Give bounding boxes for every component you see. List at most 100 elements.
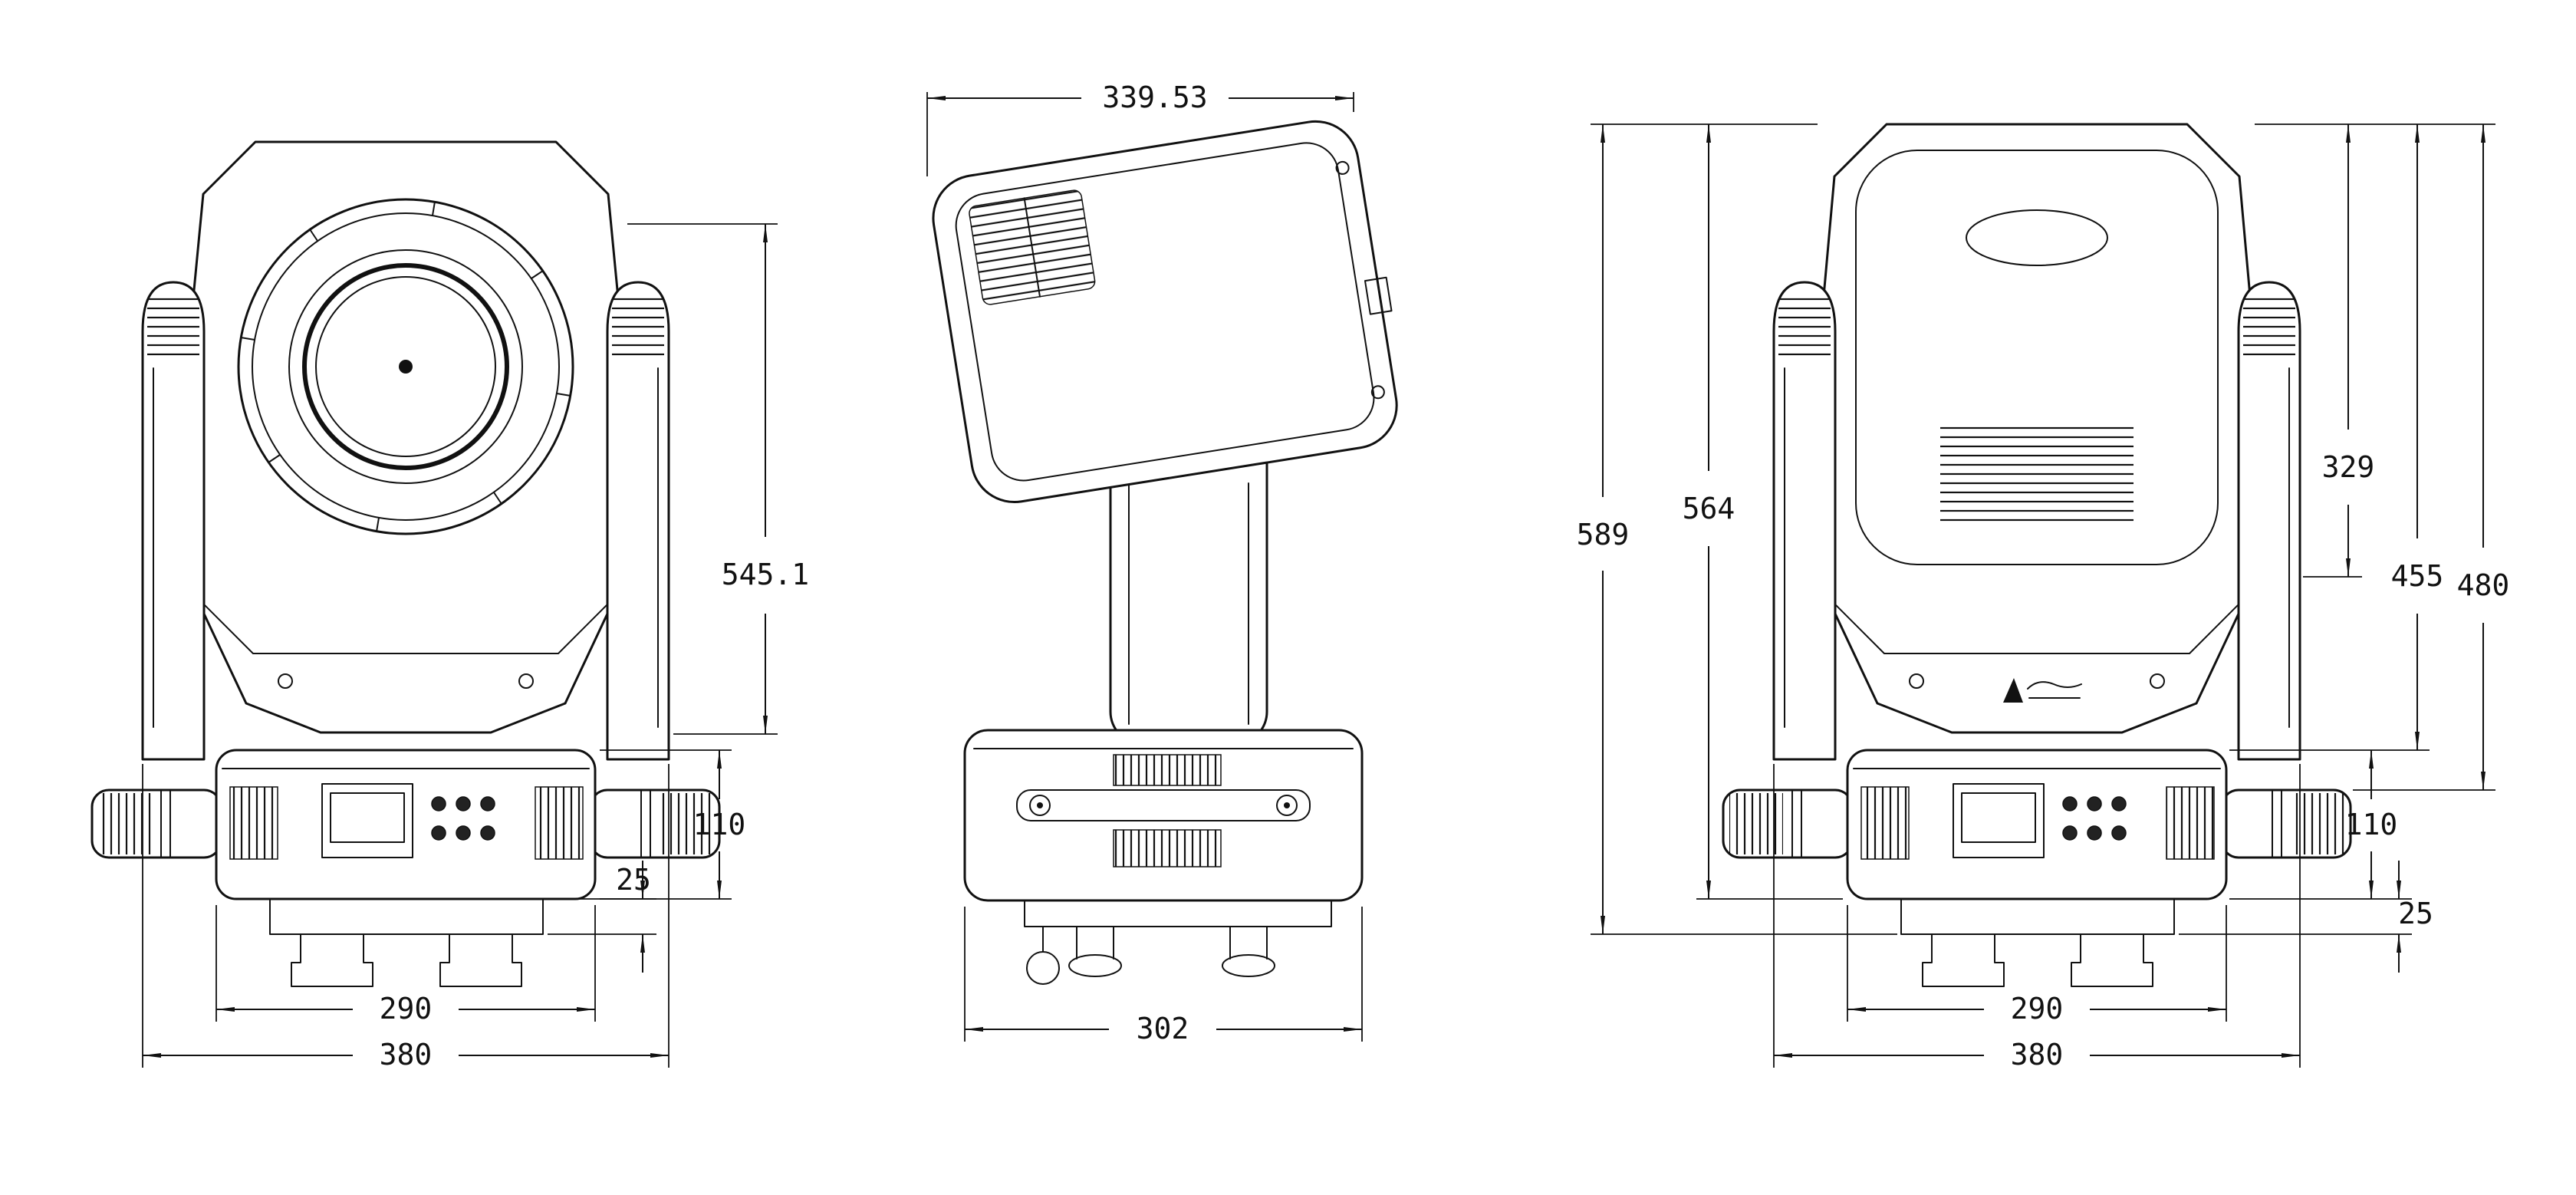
dim-side-head-depth: 339.53: [926, 81, 1354, 176]
lens-inner-ring: [315, 276, 496, 457]
rear-menu-buttons: [2062, 796, 2127, 841]
rear-view: [1722, 123, 2352, 987]
rear-left-arm-vents: [1778, 298, 1831, 362]
lens-ring: [288, 249, 523, 484]
side-head-panel: [955, 142, 1375, 482]
rear-display-frame: [1953, 783, 2045, 858]
rear-right-arm-vents: [2243, 298, 2295, 362]
side-clamp-foot: [1068, 954, 1122, 977]
rear-base-right-vent: [2166, 786, 2215, 860]
lens-bezel-notches: [240, 201, 571, 532]
side-head-vent-divider: [1023, 197, 1041, 298]
front-base: [90, 749, 721, 900]
dim-front-base-height: 110: [600, 749, 746, 900]
side-base-screw-dot: [1284, 802, 1290, 808]
front-undercarriage: [269, 898, 544, 987]
front-lens-assembly: [237, 198, 574, 535]
lens-bezel-inner: [252, 212, 560, 521]
rear-mount-plate: [1900, 898, 2175, 935]
dim-label-rear-base-width: 290: [2011, 992, 2064, 1025]
side-base-screw: [1276, 795, 1298, 816]
side-base-bottom-vent: [1113, 829, 1222, 867]
front-yoke-arms: [141, 281, 670, 761]
dim-label-rear-upper-height-b: 480: [2457, 568, 2510, 602]
dim-label-rear-head-height: 329: [2322, 450, 2375, 484]
side-undercarriage: [1024, 900, 1332, 985]
dim-rear-upper-height-a: 455: [2229, 124, 2444, 751]
rear-display-screen: [1961, 792, 2036, 843]
dim-label-side-base-depth: 302: [1137, 1012, 1189, 1045]
lens-ring-thick: [302, 263, 509, 470]
front-left-handle-ribs: [98, 793, 152, 854]
front-display-screen: [330, 792, 405, 843]
front-left-arm: [141, 281, 206, 761]
side-base: [963, 729, 1364, 902]
front-right-arm: [606, 281, 670, 761]
dim-rear-overall-width: 380: [1773, 764, 2301, 1072]
dim-front-base-width: 290: [215, 905, 596, 1025]
rear-clamp-right: [2071, 933, 2153, 987]
side-clamp-foot: [1222, 954, 1275, 977]
brand-logo: [2003, 678, 2082, 703]
side-head-outline: [932, 120, 1398, 504]
front-head-screw: [278, 673, 293, 689]
front-left-arm-vents: [147, 298, 199, 362]
side-view: [932, 120, 1398, 985]
rear-undercarriage: [1900, 898, 2175, 987]
dim-rear-base-width: 290: [1847, 905, 2227, 1025]
side-head-screw: [1335, 160, 1350, 175]
side-base-slot: [1016, 789, 1311, 821]
dim-front-plate-offset: 25: [548, 861, 656, 973]
side-head-latch: [1364, 276, 1393, 315]
side-head: [932, 120, 1398, 504]
dim-label-front-base-height: 110: [693, 808, 746, 841]
dim-label-rear-base-height: 110: [2345, 808, 2398, 841]
front-menu-buttons: [431, 796, 495, 841]
rear-right-arm: [2237, 281, 2301, 761]
dim-label-front-height: 545.1: [722, 558, 809, 591]
dim-rear-overall-height: 589: [1577, 123, 1897, 935]
rear-yoke-arms: [1772, 281, 2301, 761]
dim-rear-upper-height-b: 480: [2353, 124, 2510, 791]
front-base-right-vent: [535, 786, 584, 860]
front-clamp-left: [291, 933, 373, 987]
side-base-top-vent: [1113, 754, 1222, 786]
rear-head-screw: [1909, 673, 1924, 689]
front-clamp-right: [439, 933, 522, 987]
dim-rear-head-height: 329: [2255, 123, 2495, 578]
rear-head-grill: [1940, 423, 2134, 525]
rear-clamp-left: [1922, 933, 2005, 987]
dim-label-side-head-depth: 339.53: [1102, 81, 1207, 114]
side-base-screw: [1029, 795, 1051, 816]
rear-left-handle-ribs: [1729, 793, 1783, 854]
dim-rear-base-height: 110: [2229, 750, 2412, 900]
dim-side-base-depth: 302: [964, 907, 1363, 1045]
dim-label-rear-upper-height-a: 455: [2391, 559, 2444, 593]
dim-label-front-overall-width: 380: [380, 1038, 433, 1072]
dim-front-overall-width: 380: [142, 764, 669, 1072]
dim-rear-body-height: 564: [1683, 124, 1843, 900]
rear-head-housing: [1820, 123, 2254, 734]
side-safety-hook: [1026, 951, 1060, 985]
rear-left-arm: [1772, 281, 1837, 761]
rear-head-screw: [2150, 673, 2165, 689]
dim-label-front-base-width: 290: [380, 992, 433, 1025]
dim-label-rear-overall-width: 380: [2011, 1038, 2064, 1072]
dim-front-height: 545.1: [627, 223, 809, 735]
dim-label-front-plate-offset: 25: [616, 863, 651, 897]
rear-head-panel: [1855, 150, 2219, 565]
dim-label-rear-plate-offset: 25: [2398, 897, 2433, 930]
front-display-frame: [321, 783, 413, 858]
lens-center-dot: [399, 360, 413, 374]
side-base-screw-dot: [1037, 802, 1043, 808]
front-head-screw: [518, 673, 534, 689]
rear-base: [1722, 749, 2352, 900]
rear-head-ellipse: [1966, 209, 2108, 266]
side-head-screw: [1370, 385, 1385, 400]
side-mount-plate: [1024, 900, 1332, 927]
front-base-left-vent: [229, 786, 278, 860]
dim-rear-plate-offset: 25: [2179, 861, 2433, 973]
front-mount-plate: [269, 898, 544, 935]
